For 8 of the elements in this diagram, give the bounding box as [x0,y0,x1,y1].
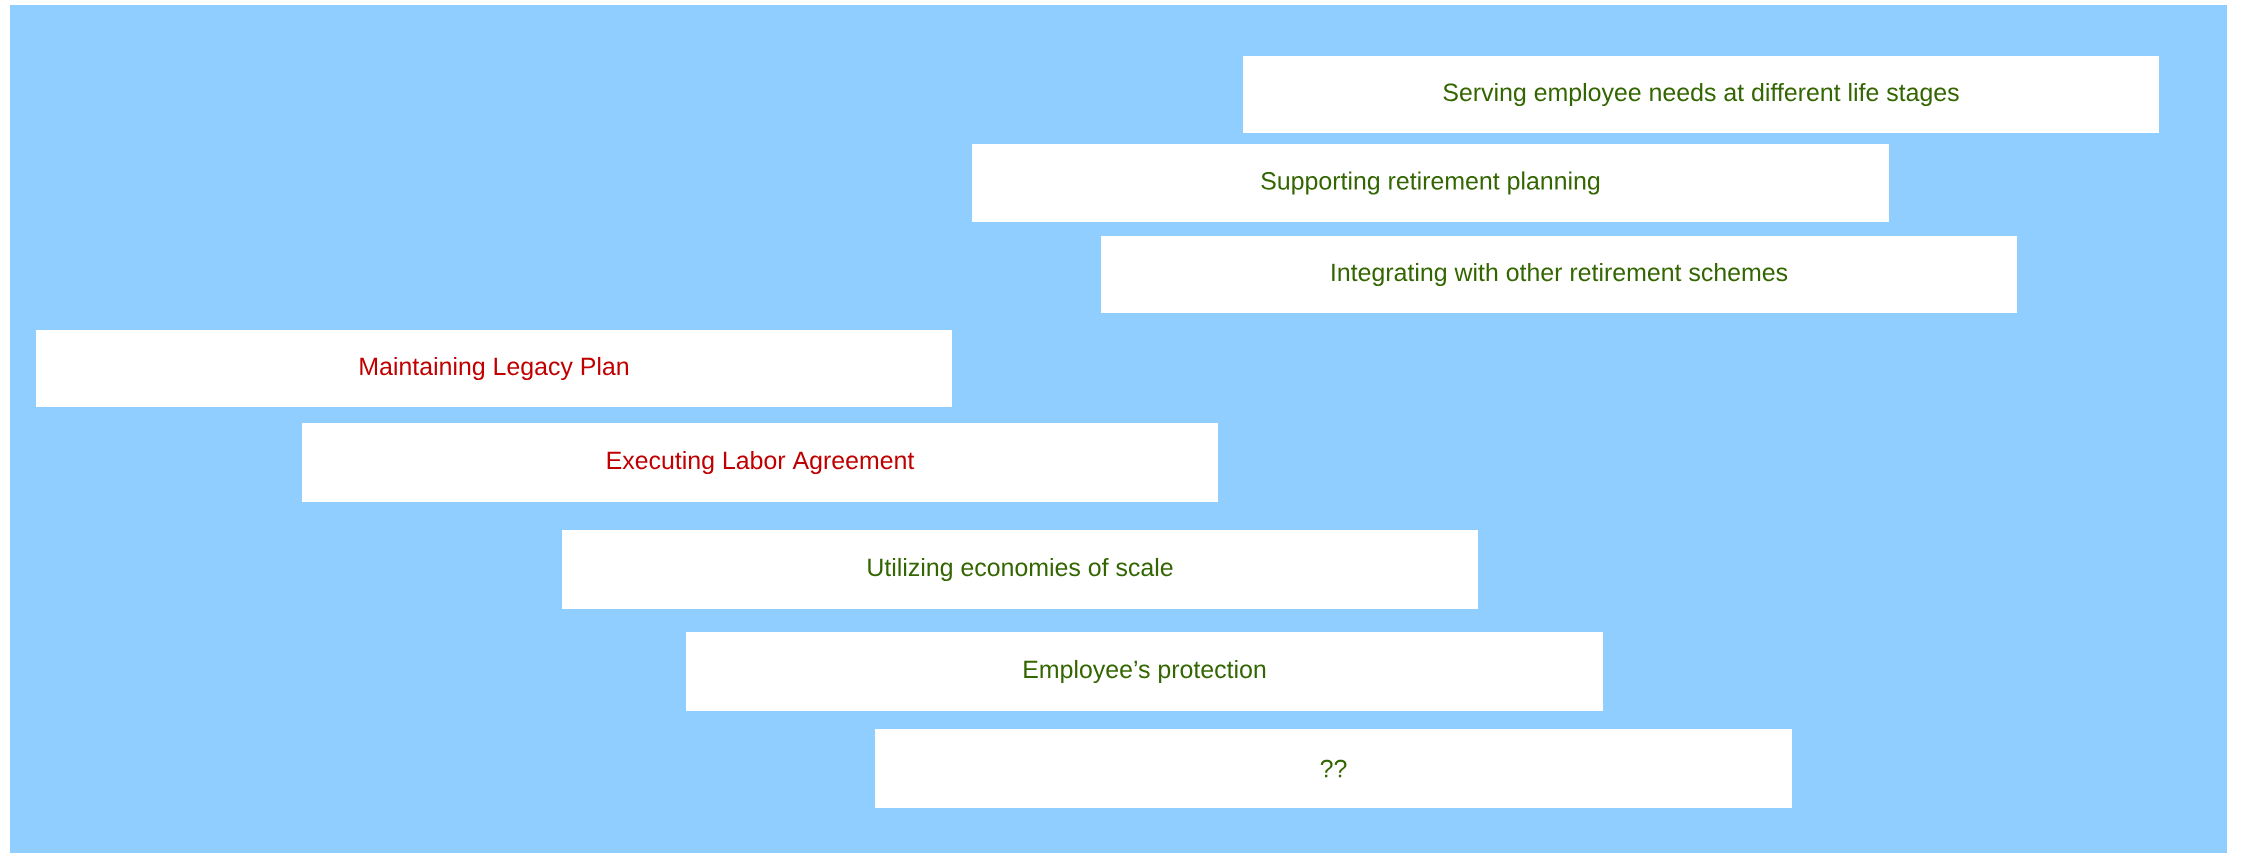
text-box: Utilizing economies of scale [562,530,1479,609]
text-box: Executing Labor Agreement [302,423,1218,502]
text-box: Serving employee needs at different life stages [1243,56,2160,133]
text-box: Supporting retirement planning [972,144,1890,222]
text-box: Maintaining Legacy Plan [36,330,952,407]
text-box: Employee’s protection [686,632,1604,711]
text-box: Integrating with other retirement schemes [1101,236,2018,313]
text-box: ?? [875,729,1793,808]
